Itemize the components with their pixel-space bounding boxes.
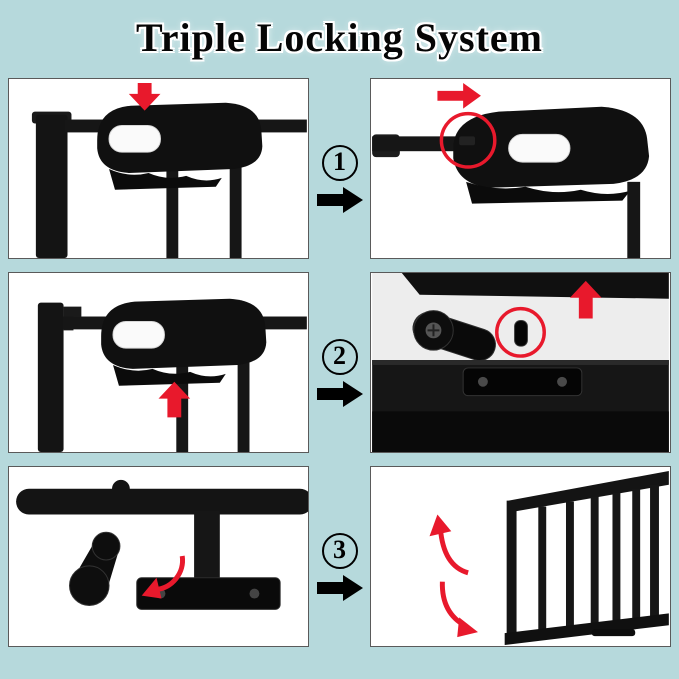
gate-bar	[590, 496, 599, 632]
handle-button	[108, 124, 161, 153]
gate-bar	[538, 506, 547, 638]
red-swing-up-arrow-icon	[429, 514, 469, 576]
panel-step3-overview	[8, 466, 309, 647]
bottom-rail	[372, 411, 669, 452]
gate-bar	[176, 325, 189, 452]
top-rail	[401, 273, 669, 299]
step3-indicator: 3	[309, 532, 370, 601]
handle-lip	[466, 181, 631, 204]
gate-bar	[612, 492, 621, 630]
bottom-rail	[16, 488, 308, 515]
step2-number: 2	[321, 338, 358, 375]
gate-bar	[627, 181, 641, 258]
latch-pin-closeup-illustration	[372, 273, 669, 452]
gate-swing-open-illustration	[429, 470, 669, 646]
black-right-arrow-icon	[316, 186, 363, 213]
top-rail	[508, 470, 669, 513]
panel-step1-detail	[370, 78, 671, 259]
step1-indicator: 1	[309, 144, 370, 213]
red-up-arrow-icon	[569, 280, 602, 319]
mount-plate	[136, 577, 281, 610]
foot-pedal	[68, 531, 121, 606]
gate-edge-post	[506, 500, 517, 641]
frame-post	[650, 484, 659, 625]
red-swing-down-arrow-icon	[439, 581, 478, 638]
step2-row: 2	[8, 272, 671, 453]
red-right-arrow-icon	[437, 82, 481, 109]
gate-bar	[166, 128, 179, 258]
step1-number: 1	[321, 144, 358, 181]
left-post	[37, 302, 64, 452]
red-down-arrow-icon	[128, 82, 161, 111]
screw-slots	[427, 324, 440, 337]
gate-bar	[565, 501, 574, 635]
gate-bar	[229, 128, 242, 258]
handle-button	[112, 320, 165, 349]
gate-handle-lift-up-illustration	[37, 298, 307, 452]
left-post	[35, 114, 68, 258]
handle-button	[508, 133, 571, 163]
red-curved-arrow-icon	[141, 555, 185, 599]
black-right-arrow-icon	[316, 574, 363, 601]
top-rail	[372, 136, 472, 152]
black-right-arrow-icon	[316, 380, 363, 407]
mount-plate	[462, 367, 583, 397]
panel-edge	[372, 360, 669, 365]
handle-lip	[113, 364, 226, 386]
gate-bar	[237, 325, 250, 452]
red-up-arrow-icon	[158, 381, 191, 418]
gate-post	[194, 510, 220, 584]
step1-row: 1	[8, 78, 671, 259]
screw	[557, 376, 567, 387]
panel-step3-detail	[370, 466, 671, 647]
highlight-circle	[439, 111, 497, 169]
foot	[591, 629, 636, 637]
gate-bar	[632, 488, 641, 627]
panel-step2-overview	[8, 272, 309, 453]
handle-assembly	[97, 102, 263, 173]
panel-step2-detail	[370, 272, 671, 453]
steps-grid: 1	[8, 78, 671, 647]
step3-row: 3	[8, 466, 671, 647]
page-title: Triple Locking System	[136, 15, 543, 60]
lock-pin	[514, 319, 528, 347]
step3-number: 3	[321, 532, 358, 569]
gate-handle-press-down-illustration	[31, 82, 307, 258]
handle-lip	[109, 168, 222, 190]
highlight-circle	[495, 306, 546, 358]
step2-indicator: 2	[309, 338, 370, 407]
handle-assembly	[101, 298, 267, 369]
slide-tab	[459, 136, 476, 146]
foot-pedal-illustration	[16, 479, 308, 610]
bottom-rail	[504, 613, 669, 646]
panel-step1-overview	[8, 78, 309, 259]
handle-slide-button-illustration	[372, 82, 650, 258]
screw	[249, 588, 260, 599]
screw	[477, 376, 488, 387]
